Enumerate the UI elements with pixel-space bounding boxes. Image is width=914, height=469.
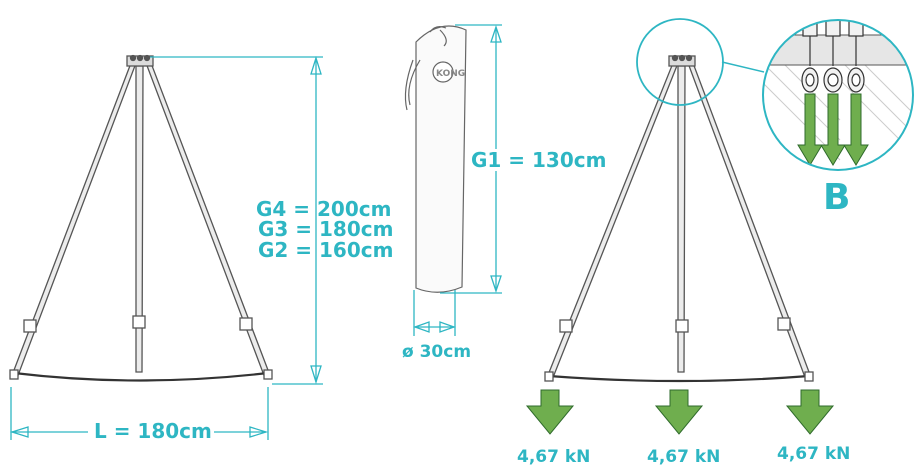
force-arrows	[525, 389, 835, 435]
force-arrow-right	[785, 389, 835, 435]
left-tripod-leg-right	[145, 62, 272, 379]
bag-diameter-dimension	[413, 290, 456, 336]
width-dimension	[9, 387, 269, 440]
left-tripod-chain	[13, 371, 269, 382]
storage-bag: KONG	[404, 25, 467, 293]
force-arrow-center	[654, 389, 704, 435]
right-tripod-chain	[548, 374, 810, 383]
width-label: L = 180cm	[92, 419, 214, 443]
force-label-right: 4,67 kN	[777, 444, 851, 464]
bag-length-label: G1 = 130cm	[469, 148, 609, 172]
right-tripod	[544, 54, 814, 383]
bag-logo-text: KONG	[436, 69, 465, 79]
bag-diameter-label: ø 30cm	[402, 342, 472, 362]
detail-marker-b: B	[823, 177, 851, 218]
height-label-g3: G3 = 180cm	[258, 217, 394, 241]
force-arrow-left	[525, 389, 575, 435]
force-label-center: 4,67 kN	[647, 447, 721, 467]
height-label-g2: G2 = 160cm	[258, 238, 394, 262]
left-tripod	[9, 54, 273, 382]
force-label-left: 4,67 kN	[517, 447, 591, 467]
height-label-g4: G4 = 200cm	[256, 197, 392, 221]
height-dimension	[150, 55, 323, 385]
detail-zoom	[762, 19, 914, 171]
